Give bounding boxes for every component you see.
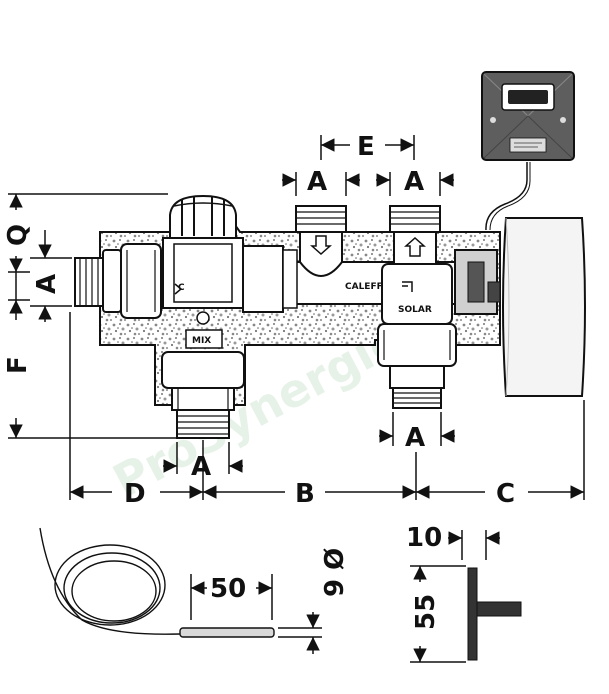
thermostatic-mixing-valve: C H MIX: [161, 194, 261, 439]
dimension-a-bottom-left: [163, 442, 243, 474]
label-b: B: [295, 479, 315, 509]
label-a-left: A: [32, 274, 62, 294]
dimension-probe-diameter: [278, 612, 322, 654]
top-port-right: [389, 205, 441, 265]
dimension-probe-length: [190, 574, 273, 620]
label-e: E: [357, 132, 375, 162]
label-handle-width: 10: [406, 523, 442, 553]
dimension-handle-width: [448, 530, 500, 560]
dimension-a-top-left: [282, 172, 360, 196]
label-a-bottom-left: A: [191, 452, 211, 482]
dimension-e: [320, 135, 415, 160]
dimension-a-top-right: [376, 172, 454, 196]
label-c: C: [496, 479, 515, 509]
diverter-valve: SOLAR: [377, 263, 457, 409]
controller-unit: [481, 71, 575, 161]
label-d: D: [124, 479, 146, 509]
left-inlet-fitting: [74, 243, 162, 319]
label-a-top-right: A: [404, 167, 424, 197]
top-port-left: [295, 205, 347, 277]
label-q: Q: [3, 224, 33, 246]
solar-marking: SOLAR: [398, 305, 432, 315]
temperature-probe: [39, 527, 275, 638]
dimension-bottom-horizontal: [69, 312, 585, 500]
label-handle-height: 55: [411, 594, 441, 630]
actuator-coupling: [454, 249, 501, 315]
controller-cable: [485, 162, 528, 231]
label-probe-diameter: 9 Ø: [320, 548, 350, 597]
label-a-top-left: A: [307, 167, 327, 197]
hot-inlet-section: [242, 245, 298, 313]
dimension-handle-height: [410, 565, 466, 663]
cold-marking: C: [178, 283, 185, 293]
handle-detail: [467, 567, 522, 661]
dimension-left-vertical: [8, 193, 180, 439]
label-probe-length: 50: [210, 574, 246, 604]
brand-marking: CALEFFI: [345, 282, 386, 292]
mix-marking: MIX: [192, 336, 211, 346]
label-f: F: [3, 356, 33, 374]
label-a-bottom-right: A: [405, 423, 425, 453]
pump-actuator: [502, 217, 586, 397]
dimension-a-bottom-right: [379, 412, 455, 446]
